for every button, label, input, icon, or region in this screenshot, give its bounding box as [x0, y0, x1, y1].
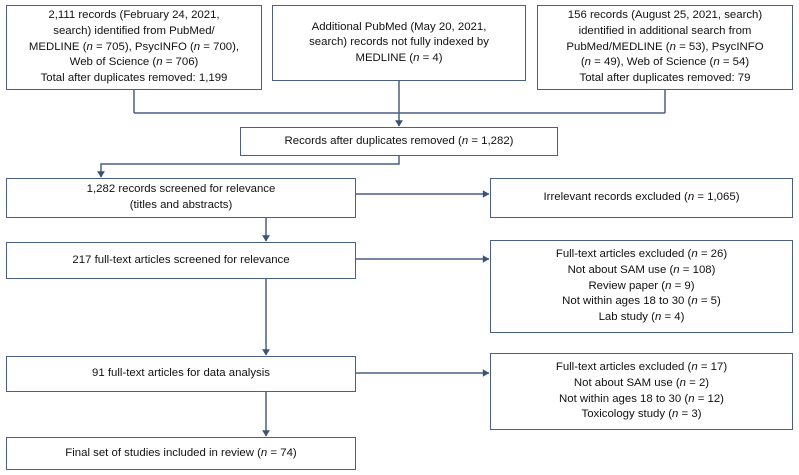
- box-records-screened: 1,282 records screened for relevance (ti…: [6, 178, 356, 218]
- wire-merge-to-screening: [97, 156, 400, 178]
- box-records-after-duplicates-removed: Records after duplicates removed (n = 1,…: [240, 127, 558, 156]
- analysis-excluded-line-2: Not about SAM use (n = 2): [573, 376, 710, 389]
- eligibility-excluded-line-2: Not about SAM use (n = 108): [567, 264, 716, 277]
- analysis-line-1: 91 full-text articles for data analysis: [92, 367, 270, 380]
- screening-line-2: (titles and abstracts): [129, 199, 233, 211]
- source3-line-1: 156 records (August 25, 2021, search): [567, 9, 763, 22]
- screening-excluded-line-1: Irrelevant records excluded (n = 1,065): [543, 191, 740, 204]
- box-full-text-articles-excluded-screening: Full-text articles excluded (n = 26) Not…: [490, 240, 793, 333]
- eligibility-excluded-line-3: Review paper (n = 9): [588, 279, 695, 292]
- box-additional-pubmed-records: Additional PubMed (May 20, 2021, search)…: [272, 5, 526, 81]
- box-irrelevant-records-excluded: Irrelevant records excluded (n = 1,065): [490, 178, 793, 218]
- included-line-1: Final set of studies included in review …: [65, 446, 297, 459]
- source1-line-2: search) identified from PubMed/: [53, 25, 215, 38]
- source3-line-2: identified in additional search from: [578, 25, 752, 38]
- box-final-set-of-studies: Final set of studies included in review …: [6, 437, 356, 470]
- source1-line-5: Total after duplicates removed: 1,199: [40, 71, 228, 84]
- eligibility-excluded-line-5: Lab study (n = 4): [598, 310, 685, 323]
- source3-line-4: (n = 49), Web of Science (n = 54): [580, 56, 750, 69]
- source1-line-1: 2,111 records (February 24, 2021,: [48, 9, 220, 22]
- eligibility-excluded-line-4: Not within ages 18 to 30 (n = 5): [562, 295, 721, 308]
- box-full-text-articles-excluded-analysis: Full-text articles excluded (n = 17) Not…: [490, 353, 793, 430]
- box-records-identified-additional-search: 156 records (August 25, 2021, search) id…: [537, 5, 793, 90]
- source3-line-3: PubMed/MEDLINE (n = 53), PsycINFO: [566, 40, 764, 53]
- analysis-excluded-line-4: Toxicology study (n = 3): [581, 408, 702, 421]
- source3-line-5: Total after duplicates removed: 79: [579, 71, 751, 84]
- merge-line-1: Records after duplicates removed (n = 1,…: [284, 134, 514, 147]
- box-full-text-articles-screened: 217 full-text articles screened for rele…: [6, 242, 356, 279]
- box-records-identified-primary-search: 2,111 records (February 24, 2021, search…: [6, 5, 262, 90]
- eligibility-line-1: 217 full-text articles screened for rele…: [72, 253, 290, 266]
- source1-line-3: MEDLINE (n = 705), PsycINFO (n = 700),: [28, 40, 240, 53]
- source2-line-3: MEDLINE (n = 4): [355, 51, 443, 64]
- source1-line-4: Web of Science (n = 706): [69, 56, 199, 69]
- analysis-excluded-line-1: Full-text articles excluded (n = 17): [555, 361, 728, 374]
- analysis-excluded-line-3: Not within ages 18 to 30 (n = 12): [559, 392, 724, 405]
- source2-line-2: search) records not fully indexed by: [309, 36, 489, 49]
- eligibility-excluded-line-1: Full-text articles excluded (n = 26): [555, 248, 728, 261]
- source2-line-1: Additional PubMed (May 20, 2021,: [311, 20, 487, 33]
- box-full-text-articles-for-data-analysis: 91 full-text articles for data analysis: [6, 356, 356, 392]
- screening-line-1: 1,282 records screened for relevance: [86, 183, 276, 196]
